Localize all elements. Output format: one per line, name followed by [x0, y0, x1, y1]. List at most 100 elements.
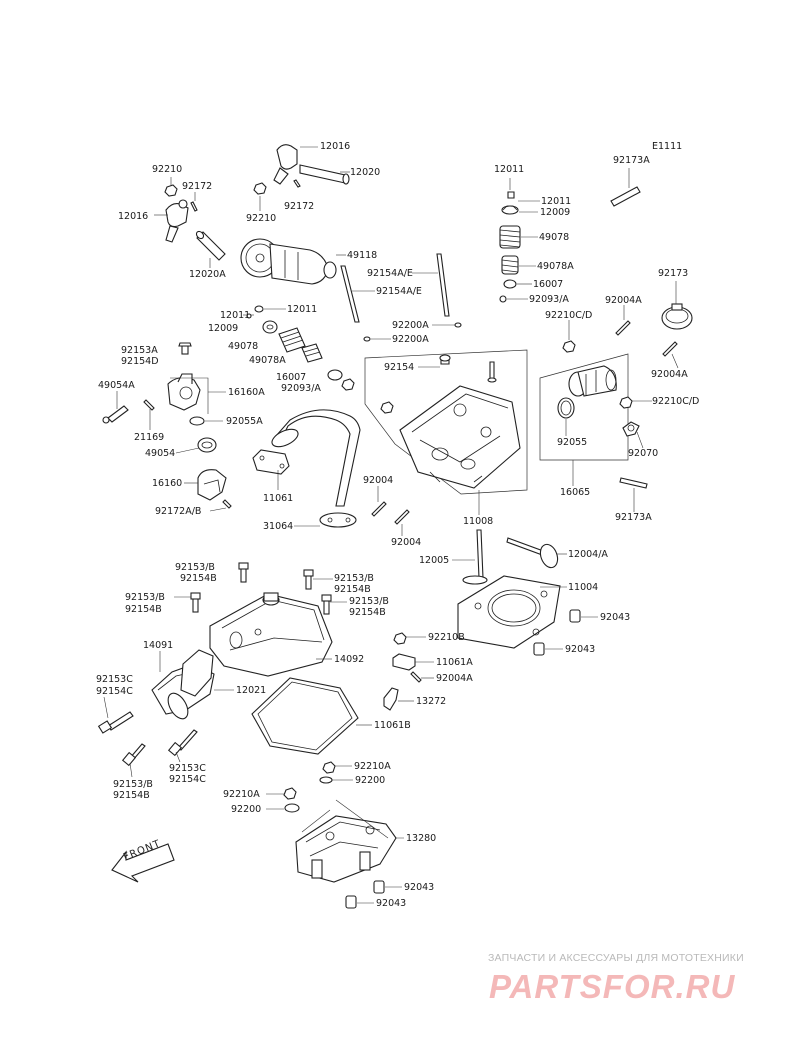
part-label: 11061A	[436, 657, 473, 668]
cotter-right	[507, 191, 515, 199]
stud-bolt-long-1	[340, 265, 360, 323]
part-label: 92004A	[436, 673, 473, 684]
part-label: 92173A	[615, 512, 652, 523]
part-label: 92153A	[121, 345, 158, 356]
cotter-12011	[254, 305, 264, 313]
part-label: 49118	[347, 250, 378, 261]
part-label: 49078	[539, 232, 570, 243]
bolt-cover-2	[190, 592, 201, 613]
cylinder-head-group-outline	[364, 349, 528, 495]
part-label: 16007	[533, 279, 564, 290]
part-label: 92200A	[392, 320, 429, 331]
part-label: 12011	[220, 310, 251, 321]
part-label: 16160	[152, 478, 183, 489]
part-label: 92043	[565, 644, 596, 655]
spring-right-49078A	[501, 255, 519, 275]
part-label: 92154	[384, 362, 415, 373]
part-label: 92004A	[605, 295, 642, 306]
part-label: 92210A	[354, 761, 391, 772]
part-label: 92154A/E	[376, 286, 422, 297]
cover-gasket-11061B	[251, 677, 359, 755]
part-label: 12020A	[189, 269, 226, 280]
spring-49078	[278, 327, 306, 353]
part-label: 92043	[376, 898, 407, 909]
valve-12004	[506, 537, 559, 569]
gasket-92055	[557, 397, 575, 419]
bolt-cover-1	[238, 562, 249, 583]
rocker-shaft-12020A	[195, 230, 226, 261]
spring-49078A	[301, 343, 323, 363]
part-label: 92173A	[613, 155, 650, 166]
part-label: 92172	[284, 201, 315, 212]
part-label: 49078A	[249, 355, 286, 366]
part-label: 92154B	[334, 584, 371, 595]
retainer-right	[501, 205, 519, 215]
part-label: 31064	[263, 521, 294, 532]
part-label: 11061B	[374, 720, 411, 731]
sensor-49054A	[102, 405, 129, 424]
part-label: 92004A	[651, 369, 688, 380]
part-label: 92200	[231, 804, 262, 815]
camshaft-49118	[240, 238, 337, 285]
stud-92154	[439, 354, 451, 365]
part-label: 13272	[416, 696, 447, 707]
part-label: 12005	[419, 555, 450, 566]
part-label: 92154B	[180, 573, 217, 584]
part-label: 92055A	[226, 416, 263, 427]
washer-right-92093	[499, 295, 507, 303]
seal-right-16007	[503, 279, 517, 289]
part-label: 92153C	[96, 674, 133, 685]
part-label: 12011	[541, 196, 572, 207]
part-label: 49054	[145, 448, 176, 459]
watermark-tagline: ЗАПЧАСТИ И АКСЕССУАРЫ ДЛЯ МОТОТЕХНИКИ	[488, 952, 744, 964]
gasket-11004	[457, 575, 561, 649]
diagram-code: E1111	[652, 141, 683, 152]
bolt-cover-4	[321, 594, 332, 615]
bolt-92153B-lower	[121, 743, 146, 767]
bolt-92153C-1	[97, 711, 134, 734]
nut-92210A-right	[322, 761, 336, 774]
part-label: 92154B	[349, 607, 386, 618]
intake-group-outline	[539, 353, 629, 461]
part-label: 12004/A	[568, 549, 608, 560]
part-label: 12011	[494, 164, 525, 175]
gasket-12021	[180, 649, 214, 697]
clamp-92173A-top	[610, 186, 641, 207]
oil-pipe-31064	[271, 409, 361, 528]
nut-92210-left	[164, 184, 178, 197]
part-label: 11004	[568, 582, 599, 593]
part-label: 92093/A	[281, 383, 321, 394]
washer-92200A-right	[454, 322, 462, 328]
pin-92004A-right	[662, 341, 678, 357]
pin-92172-left	[190, 201, 198, 212]
pin-92004A-lower	[410, 671, 422, 683]
part-label: 12016	[118, 211, 149, 222]
head-cover-14092	[209, 592, 333, 677]
part-label: 92210	[152, 164, 183, 175]
nut-92210-upper	[253, 182, 267, 195]
nut-92210A-left	[283, 787, 297, 800]
gasket-11061A	[392, 653, 416, 671]
part-label: 92004	[363, 475, 394, 486]
part-label: 92043	[404, 882, 435, 893]
bolt-92153C-2	[167, 729, 198, 757]
part-label: 92200	[355, 775, 386, 786]
part-label: 92153C	[169, 763, 206, 774]
part-label: 92210C/D	[545, 310, 593, 321]
nut-92210B	[393, 632, 407, 645]
part-label: 16065	[560, 487, 591, 498]
part-label: 14091	[143, 640, 174, 651]
valve-12005	[462, 529, 488, 585]
part-label: 92154C	[96, 686, 133, 697]
part-label: 92055	[557, 437, 588, 448]
pin-92172-upper	[293, 179, 301, 188]
washer-92200-right	[319, 776, 333, 784]
part-label: 11008	[463, 516, 494, 527]
part-label: 16160A	[228, 387, 265, 398]
seal-16007	[327, 369, 343, 381]
nut-92210CD-1	[562, 340, 576, 353]
manifold-16065	[568, 365, 617, 397]
part-label: 11061	[263, 493, 294, 504]
part-label: 12009	[540, 207, 571, 218]
